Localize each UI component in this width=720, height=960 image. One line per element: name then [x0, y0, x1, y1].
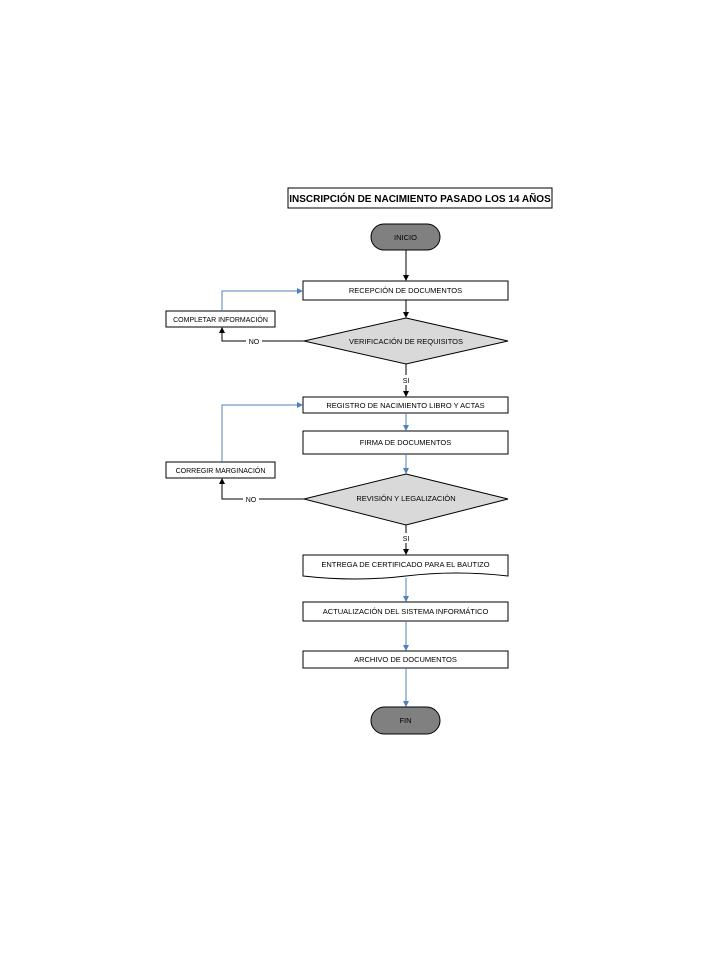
- process-corregir-label: CORREGIR MARGINACIÓN: [176, 466, 266, 475]
- start-terminal: INICIO: [370, 223, 441, 251]
- decision-revision-label: REVISIÓN Y LEGALIZACIÓN: [356, 494, 455, 503]
- diagram-title: INSCRIPCIÓN DE NACIMIENTO PASADO LOS 14 …: [287, 187, 553, 209]
- process-recepcion: RECEPCIÓN DE DOCUMENTOS: [302, 280, 509, 301]
- edge-label-no-1: NO: [249, 339, 260, 346]
- document-entrega: ENTREGA DE CERTIFICADO PARA EL BAUTIZO: [302, 554, 509, 580]
- process-archivo-label: ARCHIVO DE DOCUMENTOS: [354, 655, 457, 664]
- edge-completar-recepcion: [221, 288, 303, 311]
- process-firma-label: FIRMA DE DOCUMENTOS: [360, 438, 452, 447]
- edge-verificacion-no: [219, 327, 304, 342]
- process-completar-informacion: COMPLETAR INFORMACIÓN: [165, 310, 276, 328]
- decision-revision: REVISIÓN Y LEGALIZACIÓN: [303, 473, 509, 526]
- process-actualizacion: ACTUALIZACIÓN DEL SISTEMA INFORMÁTICO: [302, 601, 509, 622]
- edge-label-si-1: SI: [403, 378, 410, 385]
- process-actualizacion-label: ACTUALIZACIÓN DEL SISTEMA INFORMÁTICO: [323, 607, 489, 616]
- process-archivo: ARCHIVO DE DOCUMENTOS: [302, 650, 509, 669]
- edge-label-no-2: NO: [246, 497, 257, 504]
- end-label: FIN: [399, 716, 411, 725]
- start-label: INICIO: [394, 233, 417, 242]
- decision-verificacion: VERIFICACIÓN DE REQUISITOS: [303, 317, 509, 365]
- process-firma: FIRMA DE DOCUMENTOS: [302, 430, 509, 455]
- process-recepcion-label: RECEPCIÓN DE DOCUMENTOS: [349, 286, 462, 295]
- document-entrega-label: ENTREGA DE CERTIFICADO PARA EL BAUTIZO: [321, 560, 489, 569]
- process-registro: REGISTRO DE NACIMIENTO LIBRO Y ACTAS: [302, 396, 509, 414]
- process-registro-label: REGISTRO DE NACIMIENTO LIBRO Y ACTAS: [326, 401, 484, 410]
- edge-label-si-2: SI: [403, 536, 410, 543]
- end-terminal: FIN: [370, 706, 441, 735]
- diagram-title-text: INSCRIPCIÓN DE NACIMIENTO PASADO LOS 14 …: [289, 192, 551, 205]
- process-completar-label: COMPLETAR INFORMACIÓN: [173, 315, 268, 324]
- decision-verificacion-label: VERIFICACIÓN DE REQUISITOS: [349, 337, 463, 346]
- edge-corregir-registro: [221, 402, 303, 462]
- edge-revision-no: [219, 478, 304, 500]
- process-corregir-marginacion: CORREGIR MARGINACIÓN: [165, 461, 276, 479]
